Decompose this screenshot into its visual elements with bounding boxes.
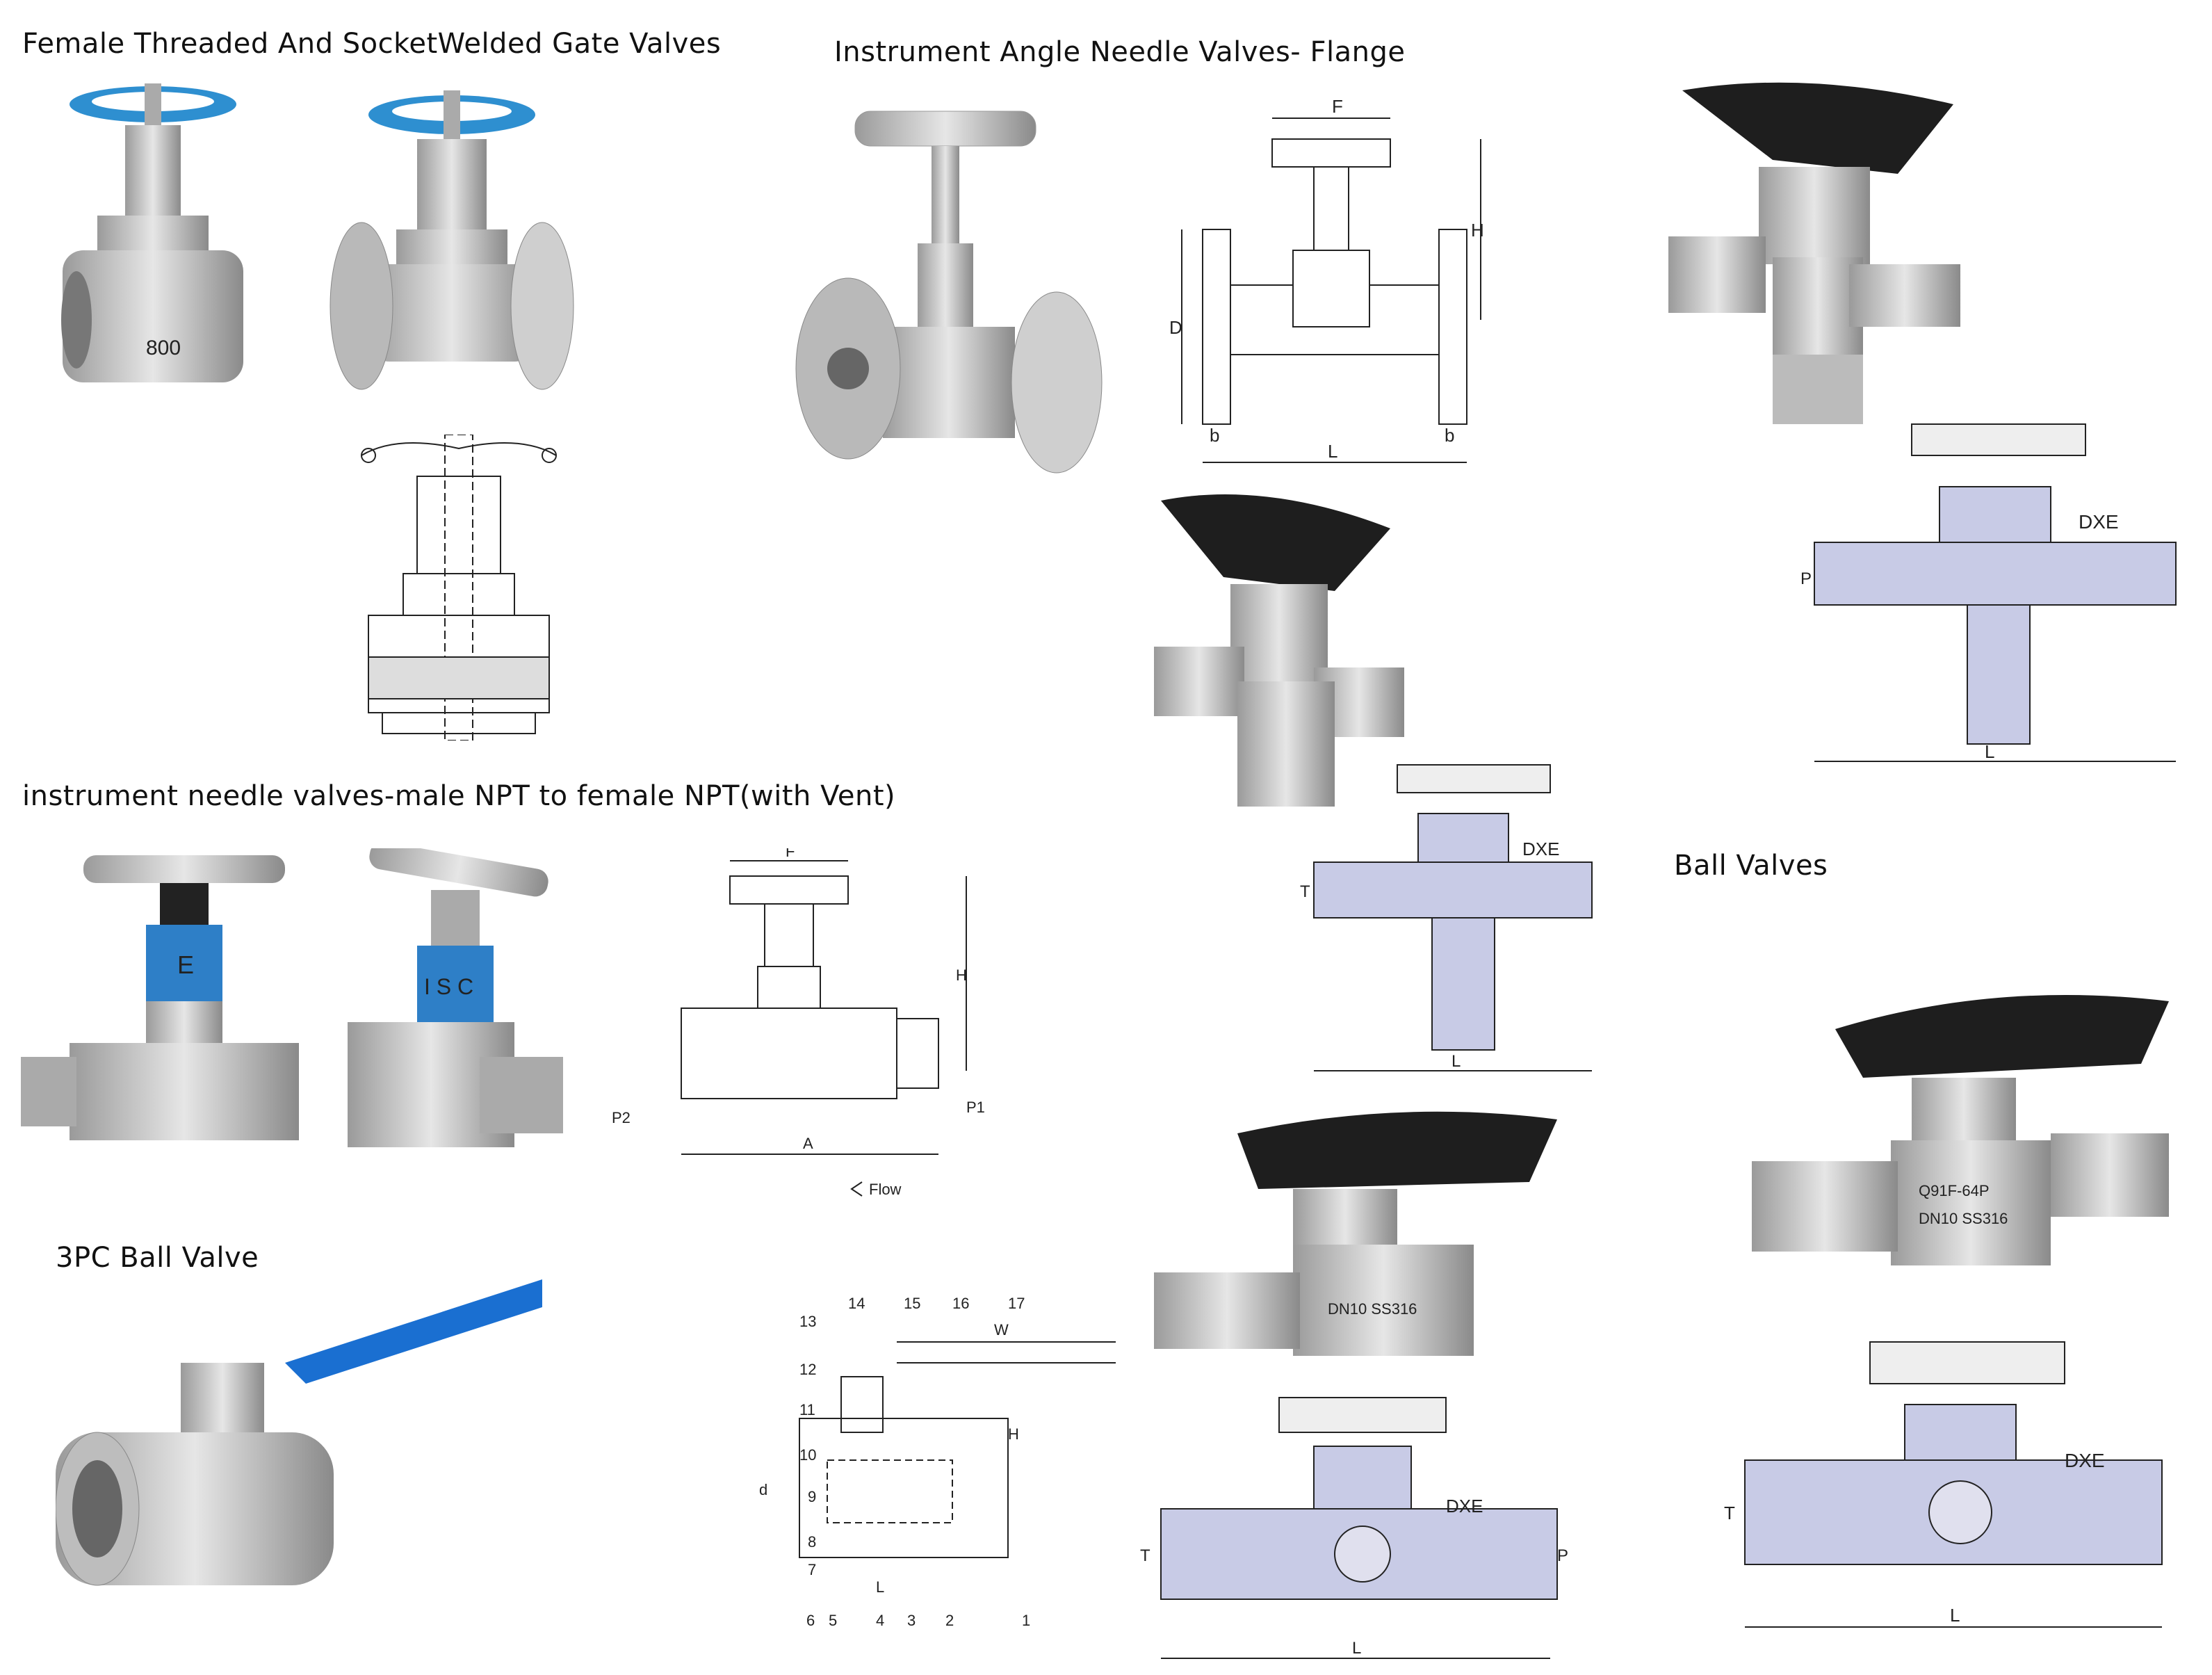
part-11: 11 (799, 1401, 815, 1418)
3pc-ball-valve-title: 3PC Ball Valve (56, 1242, 259, 1274)
ball-valves-title: Ball Valves (1674, 850, 1828, 882)
angle-dxe-label: DXE (1522, 839, 1559, 859)
gate-valves-title: Female Threaded And SocketWelded Gate Va… (22, 28, 722, 60)
3pc-ball-valve-photo (56, 1279, 542, 1641)
three-way-ball-valve-section-drawing: DXE P L (1800, 417, 2190, 779)
3pc-ball-valve-parts-drawing: W H d L 1 2 3 4 5 6 7 8 9 10 11 12 13 14… (716, 1293, 1119, 1634)
part-12: 12 (799, 1361, 816, 1378)
angle-needle-valves-title: Instrument Angle Needle Valves- Flange (834, 36, 1406, 68)
needle-valve-photo-2: I S C (341, 848, 570, 1168)
part-17: 17 (1008, 1295, 1025, 1312)
needle-photo2-mark: I S C (424, 974, 473, 999)
parts-h-label: H (1008, 1425, 1019, 1443)
parts-d-label: d (759, 1481, 767, 1498)
needle-label-a: A (803, 1135, 813, 1152)
needle-label-f: F (786, 848, 795, 860)
needle-photo1-mark: E (177, 950, 194, 979)
part-5: 5 (829, 1612, 837, 1629)
needle-label-p2: P2 (612, 1109, 631, 1126)
part-4: 4 (876, 1612, 884, 1629)
ball-valve-section-center: DXE T P L (1140, 1391, 1571, 1669)
flange-label-l: L (1328, 441, 1337, 462)
angle-ball-valve-photo (1154, 487, 1404, 807)
center-t-label: T (1140, 1546, 1150, 1565)
needle-label-h: H (956, 966, 967, 984)
center-dxe-label: DXE (1446, 1496, 1483, 1516)
part-10: 10 (799, 1446, 816, 1464)
part-8: 8 (808, 1533, 816, 1551)
three-way-dxe-label: DXE (2079, 511, 2119, 533)
needle-label-p1: P1 (966, 1099, 985, 1116)
part-13: 13 (799, 1313, 816, 1330)
three-way-ball-valve-photo (1668, 76, 1960, 424)
three-way-p-label: P (1800, 569, 1812, 588)
right-dxe-label: DXE (2065, 1450, 2105, 1471)
right-l-label: L (1950, 1605, 1960, 1626)
parts-l-label: L (876, 1578, 884, 1596)
part-1: 1 (1022, 1612, 1030, 1629)
needle-label-flow: Flow (869, 1181, 902, 1198)
three-way-l-label: L (1985, 741, 1994, 762)
gate-valve-threaded-photo: 800 (56, 76, 250, 382)
part-6: 6 (806, 1612, 815, 1629)
part-9: 9 (808, 1488, 816, 1505)
angle-l-label: L (1451, 1052, 1461, 1071)
ball-valve-section-right: DXE T L (1724, 1335, 2183, 1641)
right-t-label: T (1724, 1503, 1735, 1523)
parts-w-label: W (994, 1321, 1009, 1338)
ball-valve-photo-center: DN10 SS316 (1154, 1099, 1571, 1363)
part-2: 2 (945, 1612, 954, 1629)
angle-needle-valve-flange-photo (792, 104, 1105, 494)
gate-body-mark: 800 (146, 337, 181, 359)
ball-valve-photo-right: Q91F-64P DN10 SS316 (1752, 987, 2169, 1279)
angle-ball-valve-section-drawing: DXE T L (1300, 758, 1606, 1085)
flange-label-d: D (1169, 317, 1182, 338)
gate-valve-section-drawing (355, 435, 563, 741)
flange-needle-dimension-drawing: F D H b b L (1168, 97, 1488, 473)
part-16: 16 (952, 1295, 969, 1312)
part-7: 7 (808, 1561, 816, 1578)
gate-valve-flanged-photo (327, 83, 577, 396)
flange-label-h: H (1471, 220, 1484, 241)
part-14: 14 (848, 1295, 865, 1312)
ball-body-mark-1: DN10 SS316 (1328, 1300, 1417, 1318)
flange-label-b1: b (1210, 425, 1219, 446)
center-l-label: L (1352, 1639, 1361, 1658)
part-15: 15 (904, 1295, 920, 1312)
center-p-label: P (1557, 1546, 1568, 1565)
needle-valve-photo-1: E (21, 855, 299, 1147)
part-3: 3 (907, 1612, 916, 1629)
ball-body-mark-2: Q91F-64P (1919, 1182, 1990, 1199)
needle-valve-dimension-drawing: F H P2 P1 A Flow (612, 848, 987, 1210)
ball-body-mark-3: DN10 SS316 (1919, 1210, 2008, 1227)
flange-label-f: F (1332, 97, 1343, 117)
needle-valves-title: instrument needle valves-male NPT to fem… (22, 780, 896, 812)
flange-label-b2: b (1445, 425, 1454, 446)
angle-t-label: T (1300, 882, 1310, 901)
